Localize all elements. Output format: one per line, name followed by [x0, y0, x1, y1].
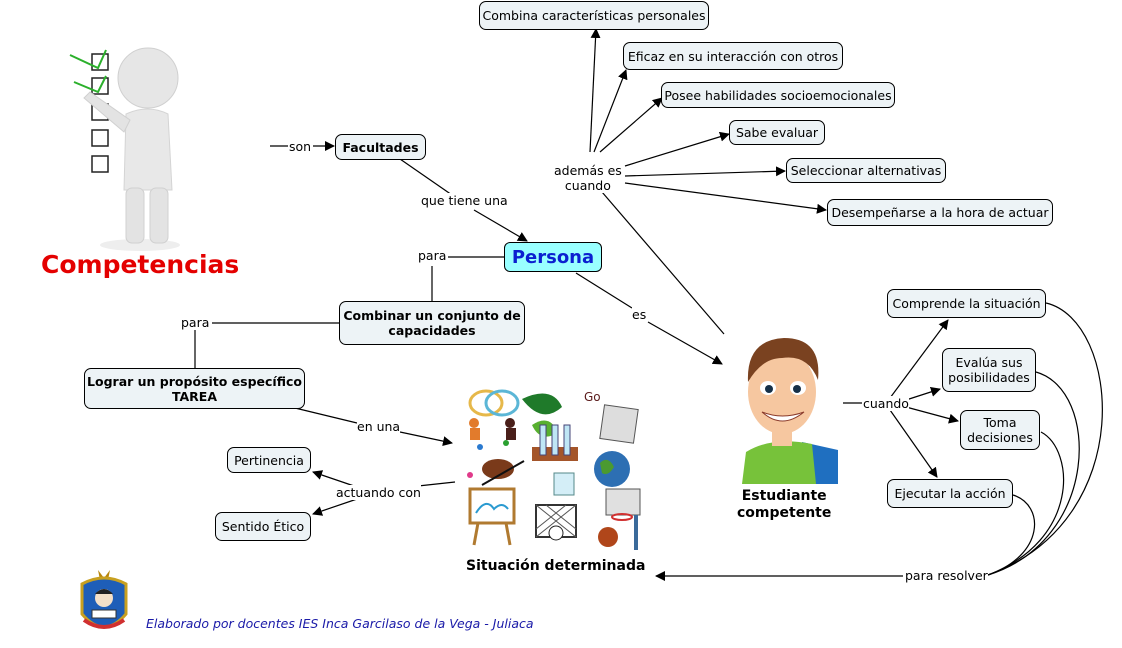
node-evalua[interactable]: Evalúa sus posibilidades — [942, 348, 1036, 392]
page-title: Competencias — [41, 250, 240, 279]
school-crest-image — [80, 570, 128, 629]
caption-situacion: Situación determinada — [466, 558, 646, 574]
node-pertinencia[interactable]: Pertinencia — [227, 447, 311, 473]
label-son: son — [289, 139, 312, 154]
link-cuando-ejecutar — [889, 409, 938, 478]
node-posee-habilidades[interactable]: Posee habilidades socioemocionales — [661, 82, 895, 108]
link-cuando-evalua — [905, 387, 941, 401]
node-combinar-line1: Combinar un conjunto de — [343, 308, 521, 323]
label-actuando-con: actuando con — [336, 485, 421, 500]
caption-estudiante-line2: competente — [737, 505, 832, 521]
estudiante-image — [742, 338, 838, 484]
node-lograr[interactable]: Lograr un propósito específico TAREA — [84, 368, 305, 409]
curve-ejecutar-resolver — [987, 494, 1036, 576]
link-estudiante-ademas — [601, 191, 725, 335]
link-ademas-posee — [599, 97, 663, 153]
link-cuando-comprende — [889, 319, 949, 399]
link-ademas-eficaz — [593, 69, 628, 153]
label-en-una: en una — [357, 419, 401, 434]
credit-text: Elaborado por docentes IES Inca Garcilas… — [146, 616, 534, 631]
node-desempenarse[interactable]: Desempeñarse a la hora de actuar — [827, 199, 1053, 226]
link-ademas-combina — [589, 28, 601, 153]
label-ademas-line1: además es — [554, 163, 622, 178]
label-para-1: para — [418, 248, 447, 263]
link-ademas-seleccionar — [624, 166, 786, 177]
node-sentido-etico[interactable]: Sentido Ético — [215, 512, 311, 541]
node-facultades[interactable]: Facultades — [335, 134, 426, 160]
competencias-figure-image — [69, 47, 180, 251]
node-combina-caracteristicas[interactable]: Combina características personales — [479, 1, 709, 30]
situacion-collage-image: Go — [467, 389, 641, 550]
link-persona-es — [575, 272, 633, 309]
node-combinar[interactable]: Combinar un conjunto de capacidades — [339, 301, 525, 345]
node-evalua-line2: posibilidades — [948, 370, 1030, 385]
link-situacion-actuando — [417, 481, 456, 487]
curve-comprende-resolver — [987, 302, 1103, 576]
label-ademas-es-cuando: además es cuando — [554, 163, 622, 193]
caption-estudiante-line1: Estudiante — [741, 488, 827, 504]
node-lograr-line2: TAREA — [171, 388, 218, 404]
link-lograr-enuna — [294, 407, 358, 424]
node-sabe-evaluar[interactable]: Sabe evaluar — [729, 120, 825, 145]
link-quetiene-persona — [473, 209, 528, 242]
curve-evalua-resolver — [987, 371, 1080, 576]
label-es: es — [632, 307, 647, 322]
label-para-2: para — [181, 315, 210, 330]
caption-estudiante: Estudiante competente — [737, 488, 831, 522]
node-eficaz[interactable]: Eficaz en su interacción con otros — [623, 42, 843, 70]
node-persona[interactable]: Persona — [504, 242, 602, 272]
node-combinar-line2: capacidades — [388, 323, 476, 338]
label-para-resolver: para resolver — [905, 568, 988, 583]
link-enuna-situacion — [399, 431, 453, 447]
node-comprende[interactable]: Comprende la situación — [887, 289, 1046, 318]
node-toma-decisiones[interactable]: Toma decisiones — [960, 410, 1040, 450]
label-que-tiene-una: que tiene una — [421, 193, 508, 208]
link-facultades-quetiene — [399, 158, 453, 196]
svg-text:Go: Go — [584, 390, 601, 404]
node-seleccionar[interactable]: Seleccionar alternativas — [786, 158, 946, 183]
node-evalua-line1: Evalúa sus — [955, 355, 1023, 370]
label-ademas-line2: cuando — [554, 178, 622, 193]
node-toma-line2: decisiones — [967, 430, 1033, 445]
node-toma-line1: Toma — [983, 415, 1017, 430]
link-cuando-toma — [905, 406, 959, 424]
link-actuando-pertinencia — [312, 470, 358, 488]
label-cuando: cuando — [863, 396, 909, 411]
curve-toma-resolver — [987, 431, 1065, 576]
link-actuando-sentido — [312, 498, 358, 516]
link-ademas-desempenarse — [624, 182, 827, 214]
link-es-estudiante — [647, 321, 723, 365]
link-ademas-sabe — [624, 131, 730, 167]
node-ejecutar[interactable]: Ejecutar la acción — [887, 479, 1013, 508]
node-lograr-line1: Lograr un propósito específico — [87, 373, 302, 389]
